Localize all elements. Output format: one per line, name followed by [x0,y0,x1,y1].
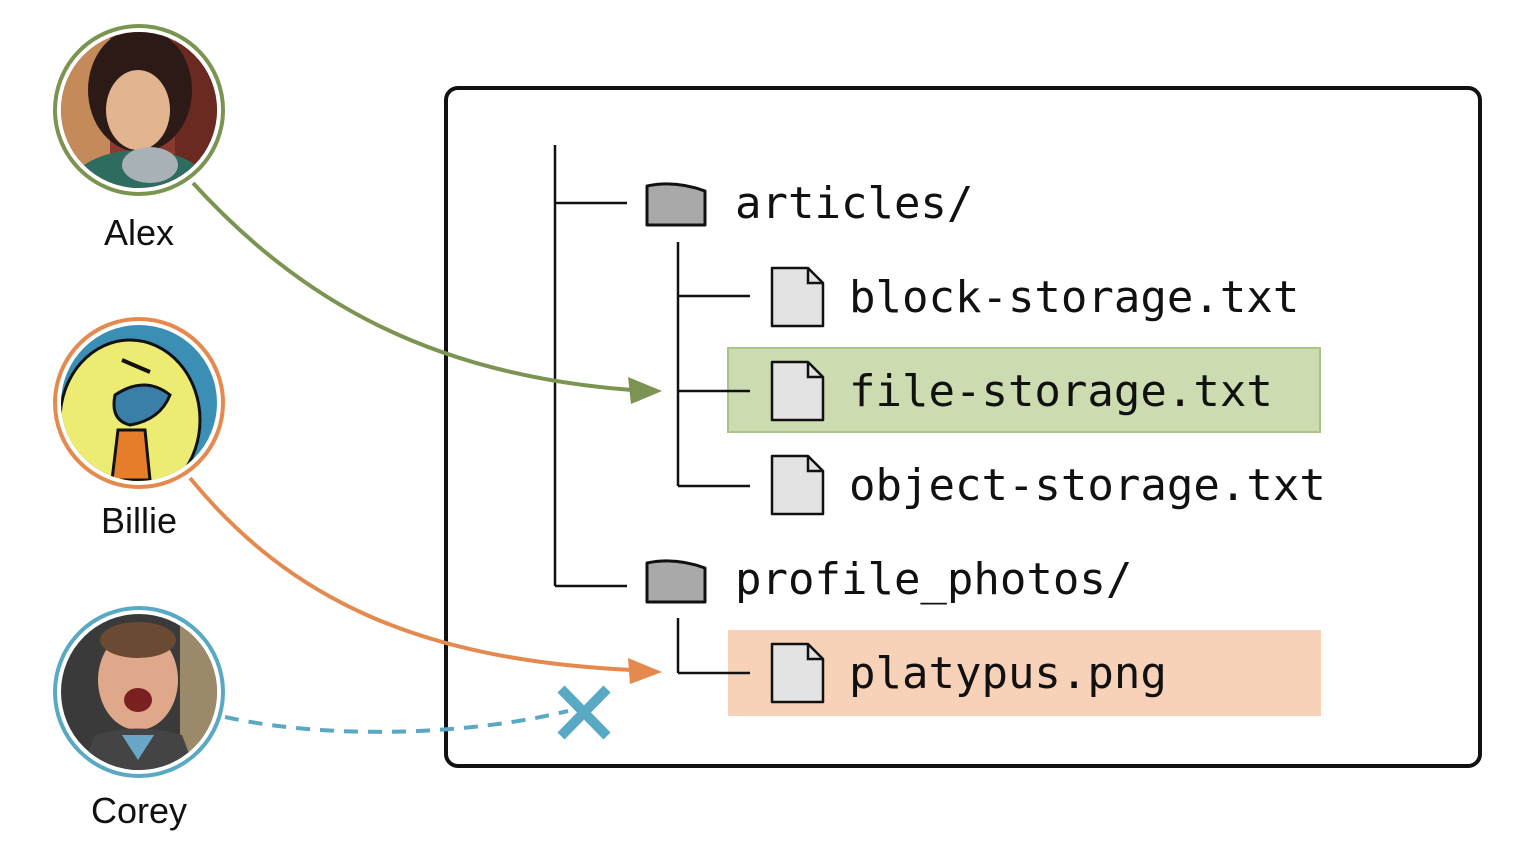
folder-icon [645,559,707,604]
corey-denied-arrow [224,709,569,734]
billie-access-arrow [188,476,633,672]
user-name-alex: Alex [103,212,175,253]
user-name-billie: Billie [100,500,178,541]
file-icon [770,454,825,516]
file-storage-highlight [727,347,1321,433]
file-label[interactable]: platypus.png [849,648,1167,699]
folder-label[interactable]: articles/ [735,178,974,229]
avatar [53,606,225,778]
platypus-highlight [728,630,1321,716]
denied-x-icon [557,685,611,740]
avatar [53,317,225,489]
file-label[interactable]: block-storage.txt [849,272,1300,323]
file-label[interactable]: file-storage.txt [849,366,1273,417]
filesystem-box [444,86,1482,768]
billie-arrowhead [628,658,662,684]
tree-lines [553,145,750,675]
file-label[interactable]: object-storage.txt [849,460,1326,511]
avatar [53,24,225,196]
alex-access-arrow [191,181,633,392]
user-name-corey: Corey [90,790,188,831]
folder-label[interactable]: profile_photos/ [735,554,1133,605]
file-icon [770,360,825,422]
file-icon [770,642,825,704]
alex-arrowhead [628,377,662,404]
folder-icon [645,182,707,227]
file-icon [770,266,825,328]
